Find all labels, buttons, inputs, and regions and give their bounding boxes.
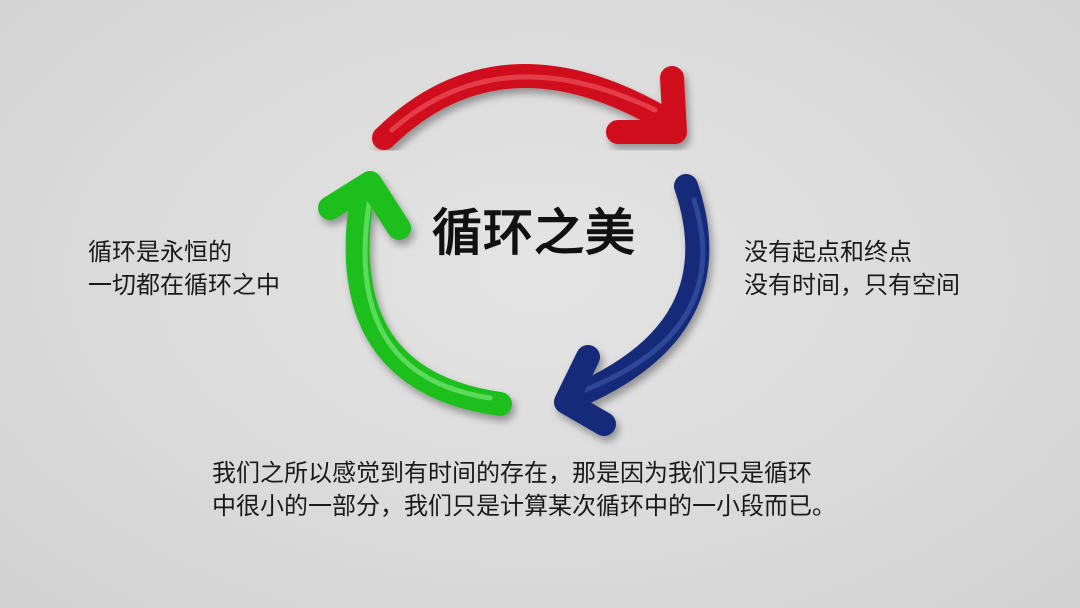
left-note: 循环是永恒的 一切都在循环之中 (88, 236, 280, 302)
bottom-note-line-1: 我们之所以感觉到有时间的存在，那是因为我们只是循环 (212, 459, 812, 487)
right-note-line-1: 没有起点和终点 (744, 238, 912, 266)
blue-arrow-highlight (582, 197, 706, 393)
bottom-note: 我们之所以感觉到有时间的存在，那是因为我们只是循环 中很小的一部分，我们只是计算… (212, 457, 836, 523)
green-arrow-highlight (362, 195, 493, 401)
right-note-line-2: 没有时间，只有空间 (744, 271, 960, 299)
green-arrow (318, 171, 512, 416)
red-arrowhead (606, 66, 687, 144)
blue-arrow (554, 174, 710, 436)
blue-arrowhead (554, 345, 616, 436)
right-note: 没有起点和终点 没有时间，只有空间 (744, 236, 960, 302)
red-arrow-highlight (389, 74, 658, 133)
red-arrow (372, 64, 687, 150)
green-arrow-body (345, 178, 512, 416)
left-note-line-2: 一切都在循环之中 (88, 271, 280, 299)
left-note-line-1: 循环是永恒的 (88, 238, 232, 266)
green-arrowhead (318, 171, 411, 240)
bottom-note-line-2: 中很小的一部分，我们只是计算某次循环中的一小段而已。 (212, 492, 836, 520)
diagram-title: 循环之美 (432, 204, 636, 262)
